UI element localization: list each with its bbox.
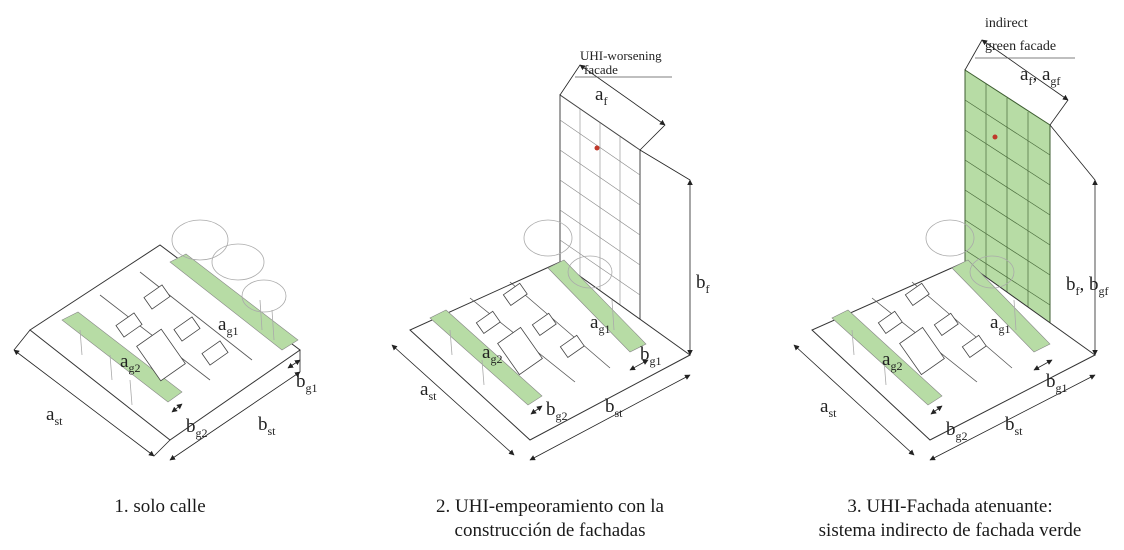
measurement-point [594,145,600,151]
trees-people-sketch [79,219,287,406]
caption-panel-3-line-1: 3. UHI-Fachada atenuante: [847,496,1053,517]
label-a-st: ast [820,396,837,420]
vehicle-sketches [115,284,229,382]
panel-3-green-facade: indirect green facade af, agf bf, bgf as… [793,16,1109,461]
label-a-f: af [595,84,607,108]
caption-panel-2-line-2: construcción de fachadas [454,520,646,541]
vehicle-sketches [475,282,585,376]
label-b-g1: bg1 [296,371,318,395]
caption-panel-1-line-1: 1. solo calle [114,496,206,517]
caption-panel-3: 3. UHI-Fachada atenuante: sistema indire… [790,495,1110,543]
label-b-g1: bg1 [640,344,662,368]
label-b-st: bst [605,396,623,420]
vehicle-sketches [877,282,987,376]
facade-title-line-2: facade [584,62,618,77]
label-b-st: bst [258,414,276,438]
label-a-g1: ag1 [590,312,610,336]
label-a-g2: ag2 [482,342,502,366]
panel-2-uhi-worsening: UHI-worsening facade af bf ast bst ag1 a… [391,48,710,461]
label-a-g1: ag1 [218,314,238,338]
caption-panel-2-line-1: 2. UHI-empeoramiento con la [436,496,664,517]
panel-1-street-only: ast bst ag1 ag2 bg1 bg2 [13,219,318,461]
dimension-lines [793,39,1098,461]
label-a-f-a-gf: af, agf [1020,64,1060,88]
label-b-g2: bg2 [946,419,968,443]
label-b-st: bst [1005,414,1023,438]
label-a-g1: ag1 [990,312,1010,336]
caption-panel-1: 1. solo calle [60,495,260,519]
caption-panel-2: 2. UHI-empeoramiento con la construcción… [400,495,700,543]
dimension-lines [13,329,301,461]
label-b-g1: bg1 [1046,371,1068,395]
green-strip-1 [169,253,299,351]
label-b-g2: bg2 [186,416,208,440]
label-a-g2: ag2 [882,349,902,373]
dimension-lines [391,64,693,461]
measurement-point [992,134,998,140]
street-slab [811,261,1096,441]
label-a-g2: ag2 [120,351,140,375]
label-b-f: bf [696,272,710,296]
caption-panel-3-line-2: sistema indirecto de fachada verde [818,520,1082,541]
facade-title-line-1: UHI-worsening [580,48,662,63]
label-b-f-b-gf: bf, bgf [1066,274,1109,298]
label-b-g2: bg2 [546,399,568,423]
label-a-st: ast [46,404,63,428]
facade-title-line-2: green facade [985,39,1056,54]
label-a-st: ast [420,379,437,403]
green-strip-1 [547,259,647,353]
facade-title-line-1: indirect [985,16,1028,31]
